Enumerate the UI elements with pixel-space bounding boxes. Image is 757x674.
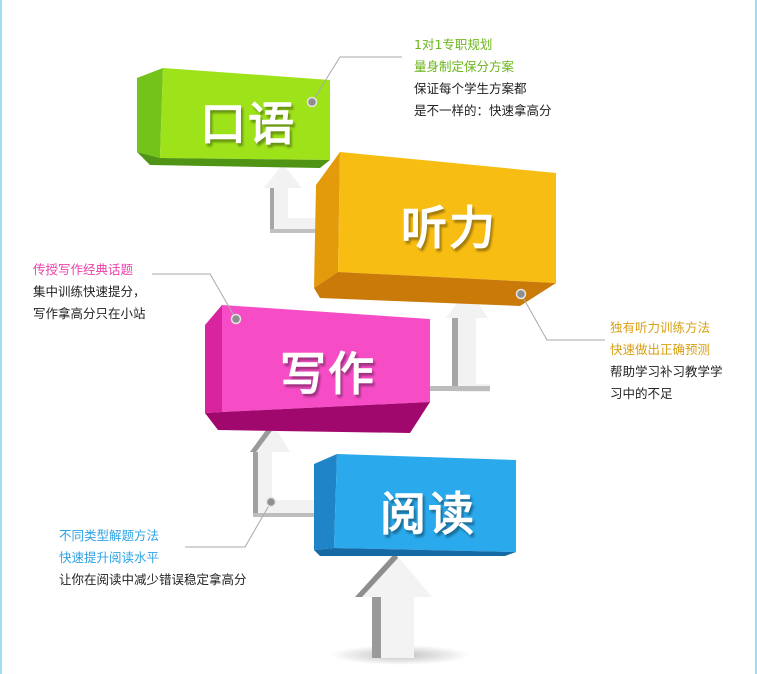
- right-border: [755, 0, 757, 674]
- note-highlight: 1对1专职规划: [414, 37, 493, 52]
- arrow-elbow-icon: [264, 164, 320, 233]
- note-highlight: 快速提升阅读水平: [59, 550, 160, 565]
- arrow-up-icon: [330, 553, 470, 665]
- note-text: 让你在阅读中减少错误稳定拿高分: [59, 572, 247, 587]
- note-highlight: 传授写作经典话题: [33, 262, 134, 277]
- note-text: 写作拿高分只在小站: [33, 306, 146, 321]
- note-reading: 不同类型解题方法 快速提升阅读水平 让你在阅读中减少错误稳定拿高分: [59, 525, 247, 591]
- box-label-speaking: 口语: [200, 97, 296, 151]
- leader-lines: [152, 56, 605, 548]
- box-reading[interactable]: [314, 454, 516, 556]
- note-highlight: 量身制定保分方案: [414, 59, 515, 74]
- note-text: 集中训练快速提分，: [33, 284, 146, 299]
- box-speaking[interactable]: [137, 68, 330, 168]
- note-text: 习中的不足: [610, 386, 673, 401]
- box-label-listening: 听力: [401, 201, 497, 255]
- note-speaking: 1对1专职规划 量身制定保分方案 保证每个学生方案都 是不一样的：快速拿高分: [414, 34, 552, 122]
- box-label-reading: 阅读: [380, 487, 476, 541]
- note-highlight: 不同类型解题方法: [59, 528, 160, 543]
- note-text: 保证每个学生方案都: [414, 81, 527, 96]
- note-text: 帮助学习补习教学学: [610, 364, 723, 379]
- note-highlight: 独有听力训练方法: [610, 320, 711, 335]
- note-writing: 传授写作经典话题 集中训练快速提分， 写作拿高分只在小站: [33, 259, 146, 325]
- anchor-dots: [230, 96, 527, 508]
- note-listening: 独有听力训练方法 快速做出正确预测 帮助学习补习教学学 习中的不足: [610, 317, 723, 405]
- box-writing[interactable]: [205, 305, 430, 433]
- left-border: [0, 0, 2, 674]
- arrow-elbow-icon: [430, 288, 490, 392]
- box-listening[interactable]: [314, 152, 556, 306]
- note-text: 是不一样的：快速拿高分: [414, 103, 552, 118]
- note-highlight: 快速做出正确预测: [610, 342, 711, 357]
- box-label-writing: 写作: [280, 347, 376, 401]
